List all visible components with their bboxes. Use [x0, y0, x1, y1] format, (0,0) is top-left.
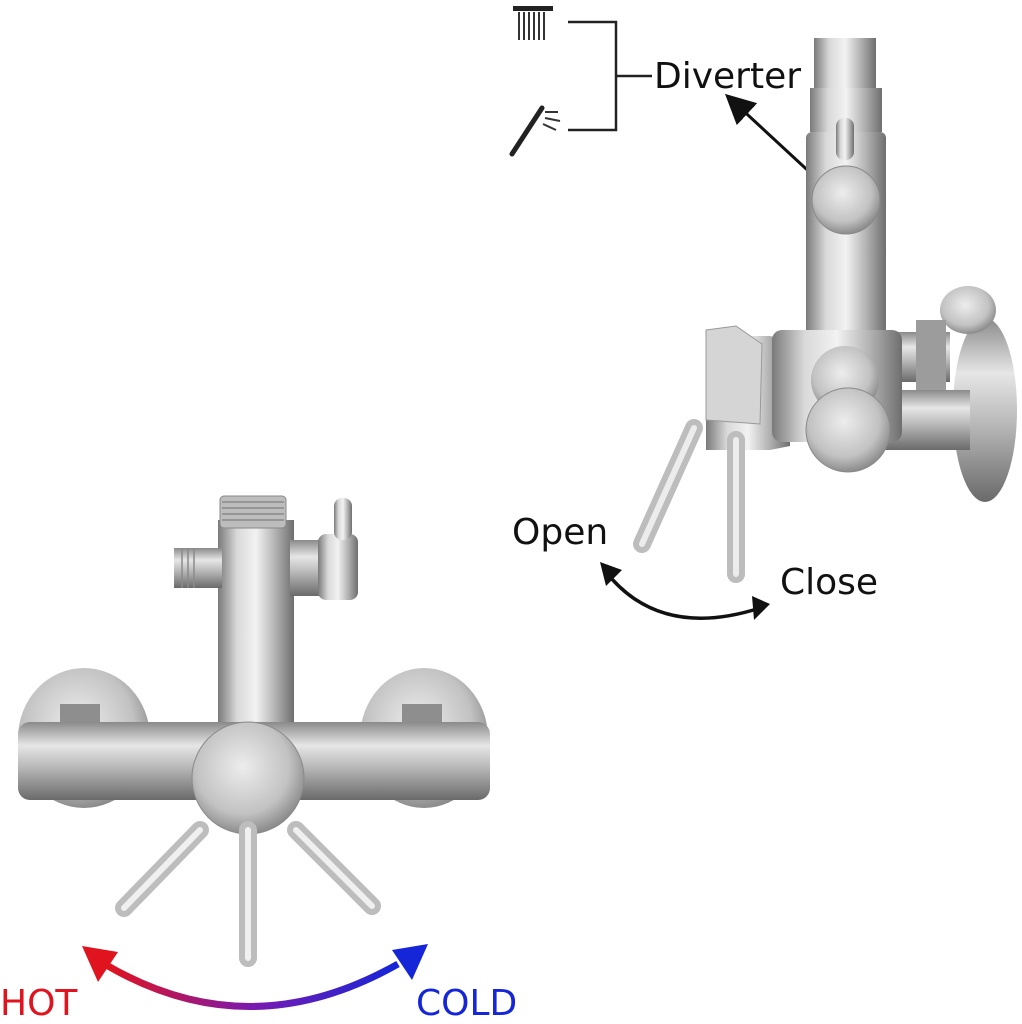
hot-cold-arrow	[106, 960, 400, 1010]
rain-shower-head-icon	[513, 6, 553, 40]
faucet-front-view	[18, 495, 490, 967]
open-close-arrow	[604, 570, 761, 620]
diverter-label: Diverter	[654, 56, 802, 97]
diverter-knob	[334, 498, 352, 540]
open-label: Open	[512, 512, 609, 553]
diverter-knob	[836, 118, 854, 160]
hand-shower-icon	[509, 105, 561, 157]
cold-label: COLD	[416, 983, 518, 1024]
hot-label: HOT	[0, 983, 78, 1024]
faucet-side-view	[633, 38, 1017, 583]
diverter-pointer-arrow	[724, 93, 818, 180]
close-label: Close	[780, 562, 879, 603]
diverter-bracket	[568, 20, 652, 132]
